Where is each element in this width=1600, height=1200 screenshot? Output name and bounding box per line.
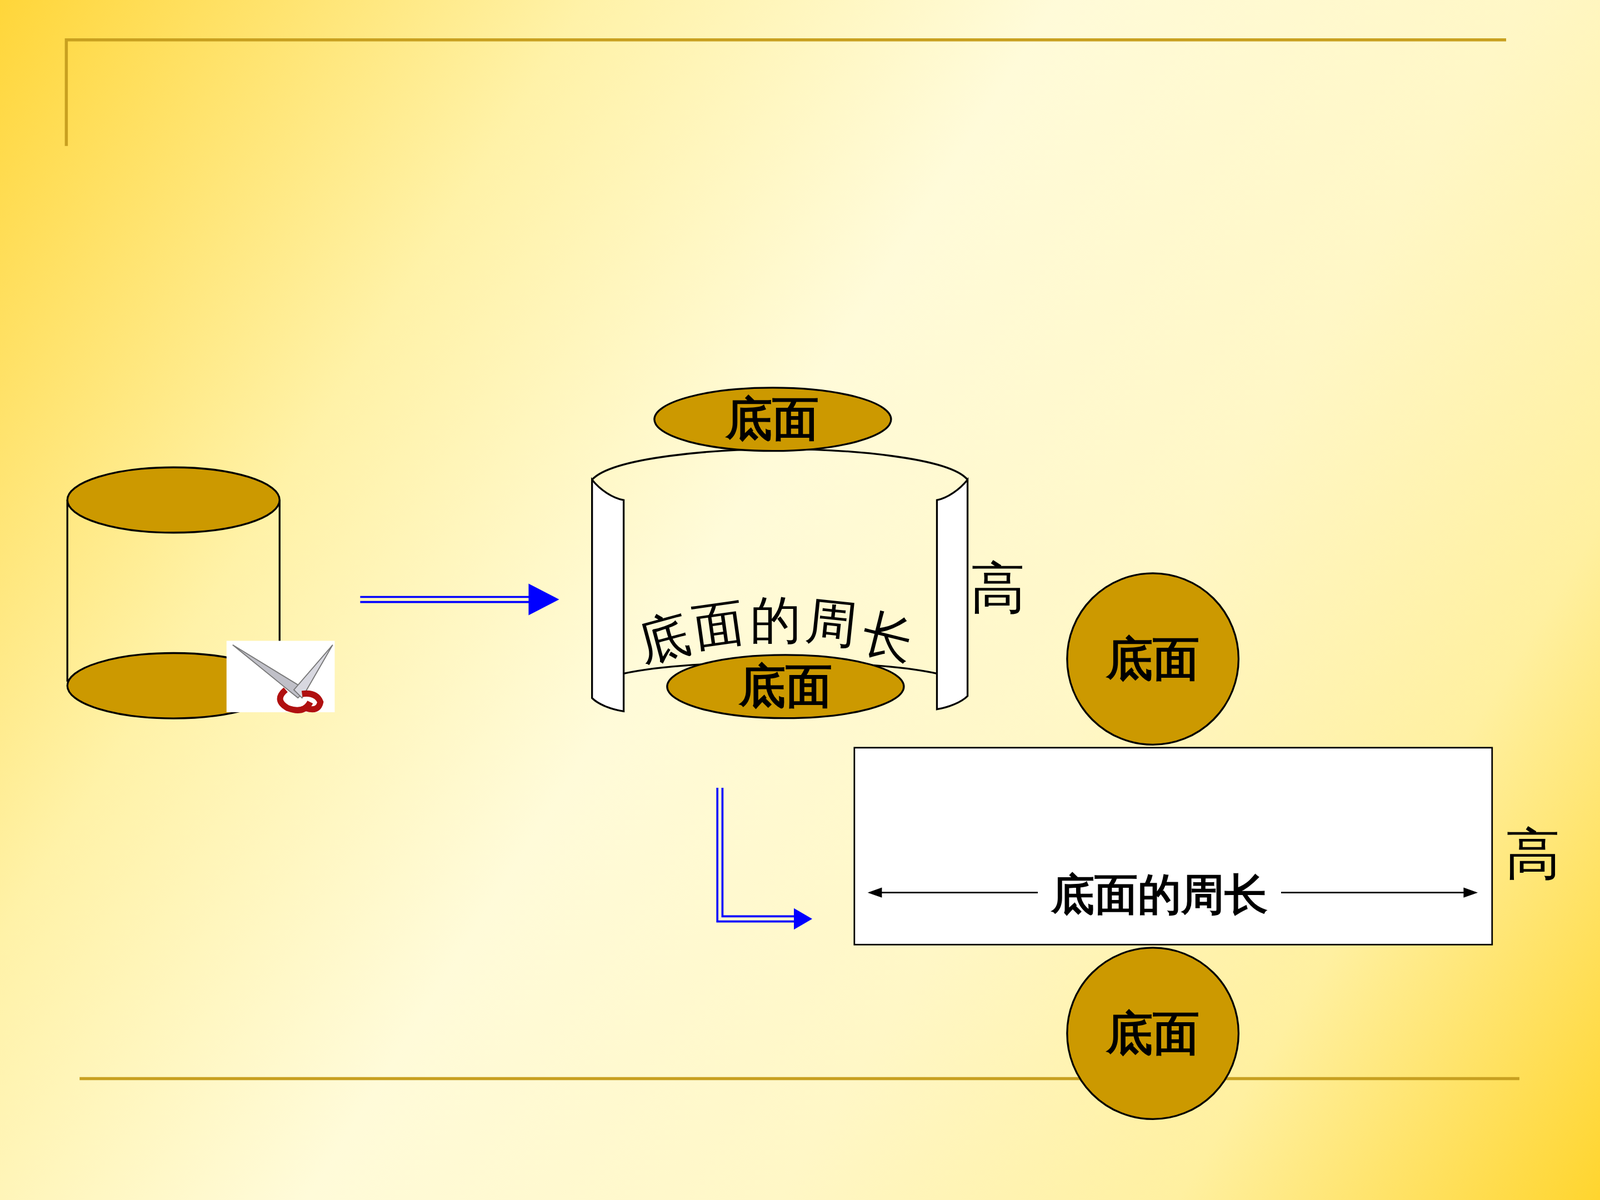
base-label: 底面 [738, 655, 833, 719]
curved-character: 底 [629, 598, 697, 679]
scissors-icon [226, 640, 335, 713]
process-arrows [360, 583, 813, 930]
ellipse-base: 底面 [666, 653, 905, 720]
curved-character: 面 [688, 587, 749, 664]
base-label: 底面 [1106, 1002, 1200, 1066]
circle-base: 底面 [1066, 572, 1240, 746]
circle-base: 底面 [1066, 946, 1240, 1120]
curved-character: 周 [802, 586, 861, 661]
curved-character: 的 [750, 586, 802, 655]
ellipse-base: 底面 [653, 386, 893, 453]
base-label: 底面 [1106, 627, 1200, 692]
base-label: 底面 [725, 387, 819, 452]
height-label: 高 [1505, 817, 1561, 893]
frame-lines [66, 40, 1520, 1079]
lateral-rectangle: 底面的周长 [853, 746, 1494, 946]
height-label: 高 [970, 551, 1026, 627]
circumference-label: 底面的周长 [1037, 865, 1282, 924]
